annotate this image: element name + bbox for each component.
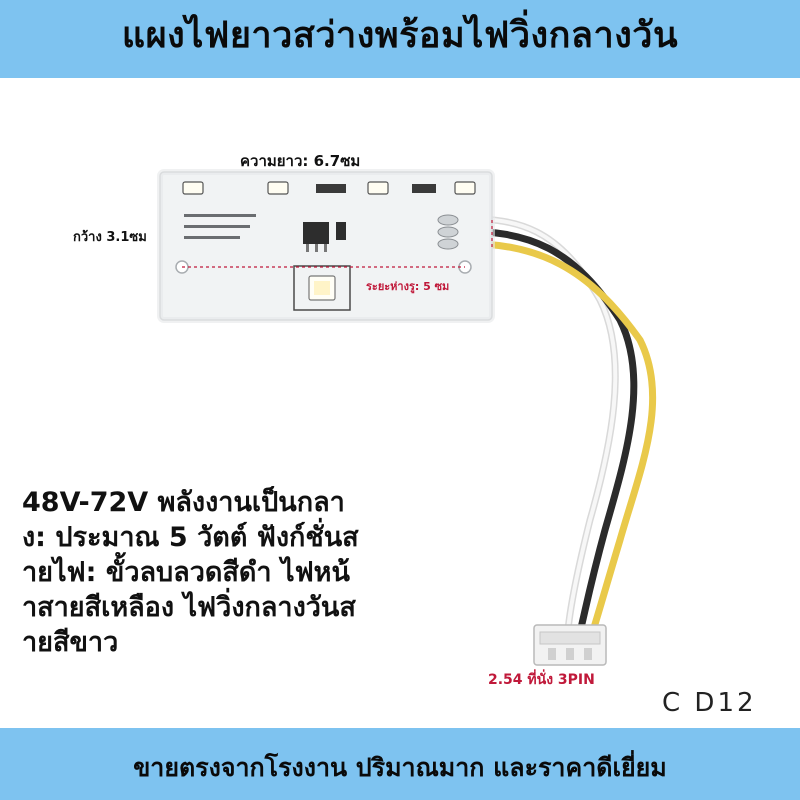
product-code: C D12	[662, 688, 757, 718]
main-led	[293, 265, 351, 311]
page-title: แผงไฟยาวสว่างพร้อมไฟวิ่งกลางวัน	[121, 15, 679, 56]
bottom-banner	[0, 728, 800, 800]
product-description: 48V-72V พลังงานเป็นกลาง: ประมาณ 5 วัตต์ …	[22, 487, 359, 658]
connector-label: 2.54 ที่นั่ง 3PIN	[488, 672, 595, 688]
hole-spacing-label: ระยะห่างรู: 5 ซม	[366, 280, 450, 293]
solder-pads	[437, 214, 459, 250]
width-label: กว้าง 3.1ซม	[73, 230, 147, 245]
silkscreen-text	[184, 214, 256, 239]
pcb-board	[157, 169, 495, 323]
wire-black	[448, 228, 638, 636]
connector-3pin	[533, 624, 607, 666]
wire-yellow	[448, 240, 657, 638]
footer-tagline: ขายตรงจากโรงงาน ปริมาณมาก และราคาดีเยี่ย…	[133, 753, 667, 782]
top-banner	[0, 0, 800, 78]
length-label: ความยาว: 6.7ซม	[240, 152, 361, 170]
led-row	[182, 181, 476, 195]
regulator-chip	[303, 222, 346, 252]
wire-bundle	[448, 215, 657, 638]
wire-white-core	[450, 217, 618, 632]
